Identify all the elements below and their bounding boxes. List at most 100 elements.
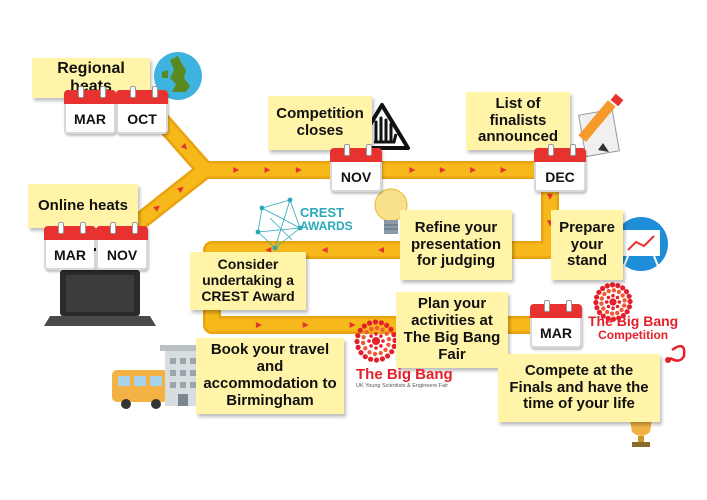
calendar-finalists: DEC — [534, 144, 586, 192]
burst-dot — [594, 294, 600, 300]
note-competition-closes: Competition closes — [268, 96, 372, 150]
burst-dot — [600, 313, 606, 319]
burst-dot — [367, 339, 371, 343]
calendar-regional-end-month: OCT — [127, 111, 157, 127]
bigbang-competition-subtitle: Competition — [598, 328, 669, 343]
bigbang-swirl — [665, 344, 686, 363]
burst-dot — [609, 282, 616, 288]
bigbang-competition-logo: The Big Bang Competition — [588, 313, 679, 343]
compete-finals-label: Compete at the Finals and have the time … — [509, 361, 649, 413]
burst-dot — [362, 354, 368, 360]
burst-dot — [619, 307, 624, 313]
burst-dot — [379, 344, 383, 348]
road-arrow — [233, 167, 240, 173]
burst-dot — [606, 304, 611, 309]
burst-dot — [602, 291, 607, 297]
burst-dot — [381, 339, 385, 343]
burst-dot — [599, 301, 604, 306]
calendar-online-end-month: NOV — [106, 247, 138, 263]
burst-dot — [610, 316, 617, 322]
burst-dot — [624, 309, 630, 315]
plan-activities-label: Plan your activities at The Big Bang Fai… — [403, 295, 501, 363]
burst-dot — [361, 323, 367, 329]
burst-dot — [620, 293, 625, 298]
bigbang-competition-title: The Big Bang — [588, 313, 679, 329]
burst-dot — [355, 344, 361, 350]
burst-dot — [622, 303, 627, 308]
burst-dot — [358, 350, 364, 356]
crest-logo-line1: CREST — [300, 205, 345, 220]
crest-logo-line2: AWARDS — [300, 218, 353, 233]
burst-dot — [626, 304, 633, 310]
competition-closes-label: Competition closes — [276, 105, 364, 139]
building-icon — [160, 345, 206, 406]
calendar-regional-start-month: MAR — [74, 111, 106, 127]
burst-dot — [604, 283, 610, 289]
burst-dot — [368, 356, 374, 362]
road-arrow — [180, 143, 187, 150]
burst-dot — [374, 325, 380, 331]
road-arrow — [153, 205, 160, 212]
note-plan-activities: Plan your activities at The Big Bang Fai… — [396, 292, 508, 368]
burst-dot — [606, 288, 611, 294]
burst-dot — [369, 326, 374, 332]
burst-dot — [369, 334, 373, 338]
road-arrow — [295, 167, 302, 173]
burst-dot — [615, 295, 620, 300]
burst-dot — [383, 347, 388, 352]
burst-dot — [596, 309, 603, 315]
crest-logo-graphic — [255, 197, 303, 251]
burst-dot — [361, 335, 366, 340]
crest-logo-text: CREST AWARDS — [300, 206, 353, 232]
calendar-finalists-month: DEC — [545, 169, 575, 185]
burst-dot — [605, 315, 611, 321]
road-arrow — [547, 193, 553, 200]
burst-dot — [615, 310, 620, 316]
burst-dot — [380, 327, 385, 332]
note-finalists-announced: List of finalists announced — [466, 92, 570, 150]
online-heats-label: Online heats — [37, 196, 129, 214]
burst-dot — [372, 319, 379, 325]
prepare-stand-label: Prepare your stand — [559, 218, 615, 270]
burst-dot — [604, 300, 609, 304]
burst-dot — [596, 289, 602, 295]
burst-dot — [600, 285, 606, 292]
burst-dot — [601, 306, 606, 311]
presentation-board-icon — [614, 217, 668, 271]
bigbang-fair-logo: The Big Bang UK Young Scientists & Engin… — [356, 366, 453, 389]
burst-dot — [379, 356, 385, 362]
calendar-finals: MAR — [530, 300, 582, 348]
calendar-competition-closes: NOV — [330, 144, 382, 192]
burst-dot — [623, 289, 630, 295]
road-arrow — [255, 322, 262, 328]
road-arrow — [177, 186, 184, 194]
burst-dot — [364, 330, 369, 335]
road-arrow — [302, 322, 309, 328]
burst-dot — [372, 351, 378, 357]
note-refine-presentation: Refine your presentation for judging — [400, 210, 512, 280]
note-book-travel: Book your travel and accommodation to Bi… — [196, 338, 344, 414]
burst-dot — [616, 315, 622, 321]
burst-dot — [360, 340, 366, 346]
lightbulb-icon — [374, 188, 408, 234]
uk-map-icon — [154, 52, 202, 100]
road-arrow — [265, 247, 272, 253]
burst-dot — [379, 334, 383, 338]
burst-dot — [599, 296, 604, 301]
calendar-regional-end: OCT — [116, 86, 168, 134]
crest-award-label: Consider undertaking a CREST Award — [201, 256, 295, 304]
burst-dot — [617, 300, 622, 304]
burst-dot — [378, 350, 383, 356]
burst-dot — [354, 338, 360, 345]
note-prepare-stand: Prepare your stand — [551, 210, 623, 280]
road-arrow — [500, 167, 507, 173]
trophy-icon — [630, 420, 652, 447]
burst-dot — [593, 299, 599, 306]
road-arrow — [321, 247, 328, 253]
road-arrow — [264, 167, 271, 173]
burst-core — [372, 337, 380, 345]
burst-dot — [627, 298, 633, 305]
road-arrow — [349, 322, 356, 328]
